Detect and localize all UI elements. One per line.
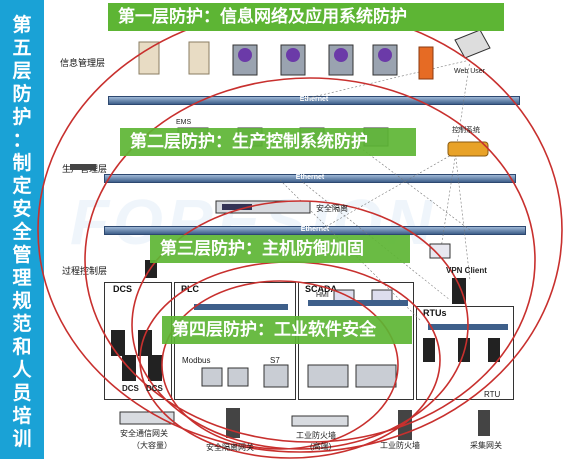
- web-user-label: Web User: [454, 68, 485, 75]
- control-icons: [111, 243, 508, 388]
- dcs-b-label: DCS: [146, 384, 163, 393]
- sidebar-char: 训: [12, 428, 32, 450]
- remote-gateway-label: 采集网关: [470, 441, 502, 450]
- security-isolation-icon: [215, 200, 311, 214]
- ethernet-bus-control: Ethernet: [104, 226, 526, 235]
- protection-ellipses: [37, 7, 563, 459]
- industrial-firewall-sub: (高端): [310, 442, 332, 451]
- sidebar-char: 防: [12, 83, 32, 105]
- sidebar-char: 全: [12, 221, 32, 243]
- banner-layer3: 第三层防护：主机防御加固: [150, 235, 410, 263]
- zone-scada-title: SCADA: [305, 284, 338, 294]
- sidebar-char: 五: [12, 37, 32, 59]
- zone-plc-title: PLC: [181, 284, 199, 294]
- rtu-label: RTU: [484, 390, 501, 399]
- banner-layer4: 第四层防护：工业软件安全: [162, 316, 412, 344]
- sidebar-char: ：: [12, 129, 32, 151]
- banner-layer1: 第一层防护：信息网络及应用系统防护: [108, 3, 504, 31]
- security-gateway-label: 安全通信网关: [120, 429, 168, 438]
- hmi-label: HMI: [316, 292, 329, 299]
- modbus-label: Modbus: [182, 356, 211, 365]
- layer-label-info: 信息管理层: [60, 58, 106, 68]
- security-gateway-sub: （大容量）: [132, 441, 172, 450]
- sidebar-char: 和: [12, 336, 32, 358]
- banner-layer2: 第二层防护：生产控制系统防护: [120, 128, 416, 156]
- sidebar-layer5: 第五层防护：制定安全管理规范和人员培训: [0, 0, 44, 459]
- zone-dcs-title: DCS: [113, 284, 133, 294]
- industrial-firewall2-label: 工业防火墙: [380, 441, 420, 450]
- sidebar-char: 员: [12, 382, 32, 404]
- sidebar-char: 规: [12, 290, 32, 312]
- industrial-firewall-label: 工业防火墙: [296, 431, 336, 440]
- sidebar-char: 管: [12, 244, 32, 266]
- zone-rtu-title: RTUs: [423, 308, 447, 318]
- isolation-device-label: 安全隔离: [316, 204, 348, 213]
- sidebar-char: 制: [12, 152, 32, 174]
- sidebar-char: 培: [12, 405, 32, 427]
- sidebar-char: 第: [12, 14, 32, 36]
- vpn-client-label: VPN Client: [446, 266, 487, 275]
- isolation-gateway-label: 安全隔离网关: [206, 443, 254, 452]
- sidebar-char: 护: [12, 106, 32, 128]
- sidebar-char: 层: [12, 60, 32, 82]
- s7-label: S7: [270, 356, 280, 365]
- sidebar-char: 理: [12, 267, 32, 289]
- layer-label-process: 过程控制层: [62, 266, 108, 276]
- ethernet-bus-production: Ethernet: [104, 174, 516, 183]
- sidebar-char: 人: [12, 359, 32, 381]
- sidebar-char: 安: [12, 198, 32, 220]
- sidebar-char: 定: [12, 175, 32, 197]
- server-icons-top: [138, 29, 491, 80]
- connection-lines: [279, 59, 471, 321]
- ems-label: EMS: [176, 119, 192, 126]
- production-system-label: 控制系统: [452, 127, 480, 134]
- sidebar-char: 范: [12, 313, 32, 335]
- dcs-a-label: DCS: [122, 384, 139, 393]
